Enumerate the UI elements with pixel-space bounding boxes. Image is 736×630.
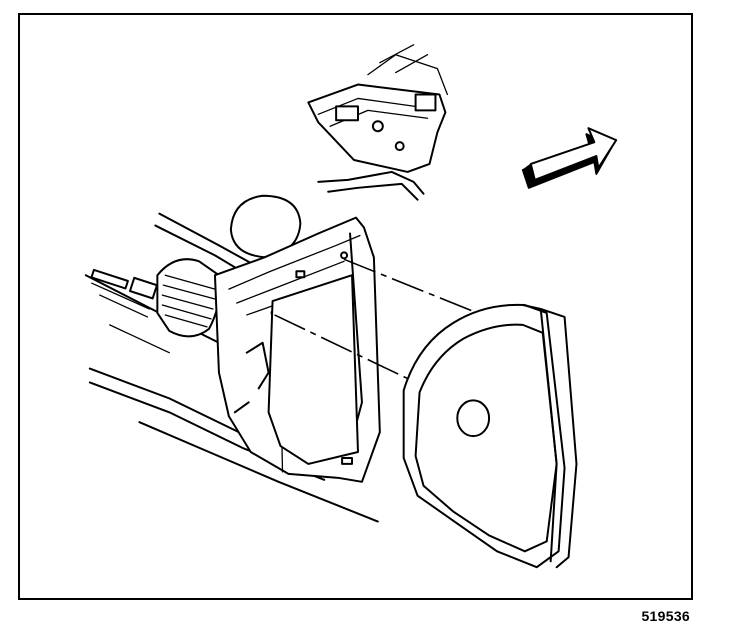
dash-body — [84, 212, 379, 523]
upper-bracket — [307, 44, 449, 201]
side-cover-panel — [402, 303, 578, 569]
air-vent — [156, 258, 221, 338]
arrow-icon — [521, 127, 618, 189]
figure-number: 519536 — [641, 608, 690, 624]
illustration-frame — [18, 13, 693, 600]
dash-panel-illustration — [84, 44, 618, 569]
inner-panel — [267, 274, 359, 465]
cover-hole — [456, 399, 491, 438]
speaker-bump — [229, 194, 302, 259]
